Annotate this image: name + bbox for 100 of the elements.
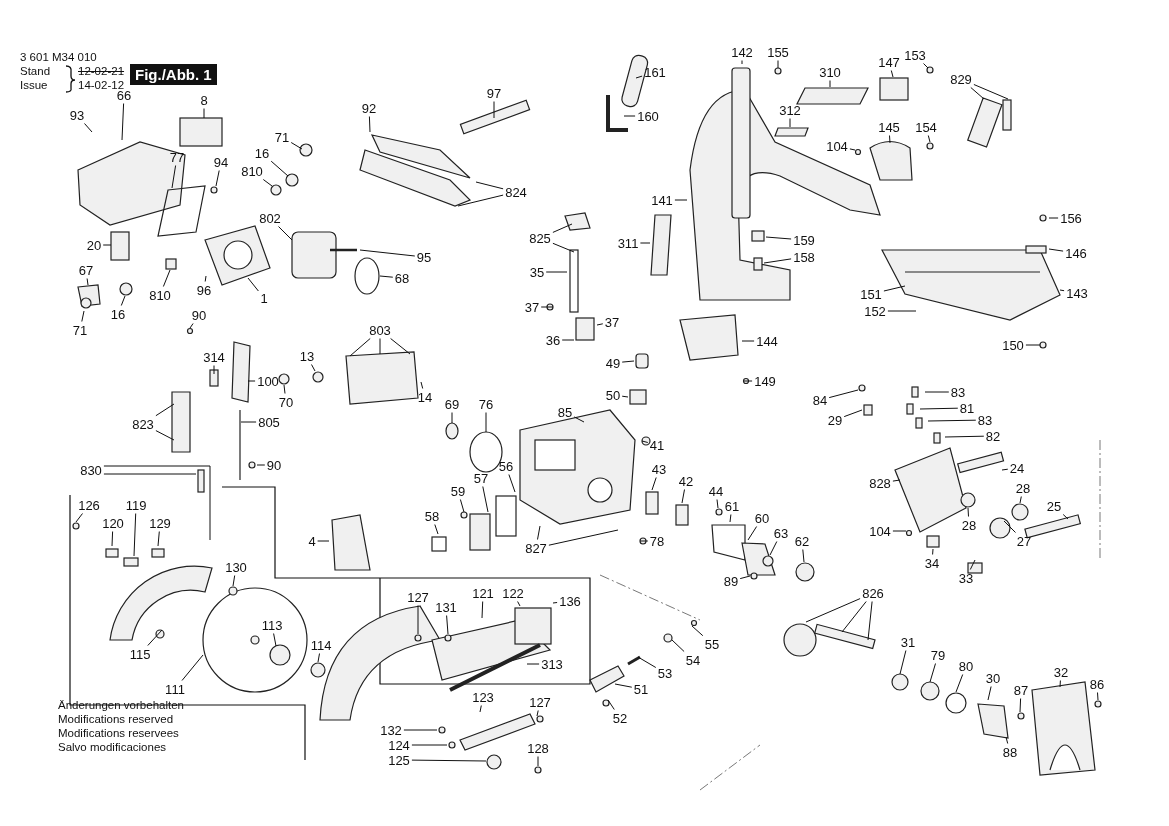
callout-number: 314 xyxy=(202,349,226,365)
callout-number: 52 xyxy=(611,710,629,726)
leader-line xyxy=(1005,736,1009,744)
leader-line xyxy=(639,242,651,244)
leader-line xyxy=(290,142,303,150)
callout-number: 131 xyxy=(434,599,458,615)
leader-line xyxy=(247,380,256,382)
leader-line xyxy=(899,650,907,675)
callout-number: 152 xyxy=(863,303,887,319)
leader-line xyxy=(103,473,197,475)
callout-number: 89 xyxy=(722,573,740,589)
leader-line xyxy=(537,525,541,540)
callout-number: 802 xyxy=(258,210,282,226)
leader-line xyxy=(741,340,755,342)
callout-number: 84 xyxy=(811,392,829,408)
callout-number: 28 xyxy=(960,517,978,533)
callout-number: 155 xyxy=(766,44,790,60)
leader-line xyxy=(892,479,901,482)
leader-line xyxy=(955,674,964,693)
callout-number: 49 xyxy=(604,355,622,371)
callout-number: 8 xyxy=(199,92,209,108)
leader-line xyxy=(171,165,177,189)
leader-line xyxy=(1062,514,1069,520)
leader-line xyxy=(1001,468,1009,471)
callout-number: 312 xyxy=(778,102,802,118)
leader-line xyxy=(155,403,175,417)
callout-number: 83 xyxy=(976,412,994,428)
callout-number: 62 xyxy=(793,533,811,549)
callout-number: 127 xyxy=(528,694,552,710)
leader-line xyxy=(889,135,891,144)
callout-number: 830 xyxy=(79,462,103,478)
leader-line xyxy=(763,258,792,264)
callout-number: 79 xyxy=(929,647,947,663)
leader-line xyxy=(526,663,540,665)
leader-line xyxy=(1025,344,1041,346)
callout-number: 141 xyxy=(650,192,674,208)
callout-number: 147 xyxy=(877,54,901,70)
leader-line xyxy=(867,601,873,641)
date-caption: Stand xyxy=(20,64,51,78)
callout-number: 826 xyxy=(861,585,885,601)
callout-number: 156 xyxy=(1059,210,1083,226)
callout-number: 32 xyxy=(1052,664,1070,680)
callout-number: 825 xyxy=(528,230,552,246)
leader-line xyxy=(403,729,438,731)
leader-line xyxy=(552,223,573,233)
callout-number: 88 xyxy=(1001,744,1019,760)
callout-number: 154 xyxy=(914,119,938,135)
note-text: Änderungen vorbehalten xyxy=(58,698,184,712)
callout-number: 70 xyxy=(277,394,295,410)
leader-line xyxy=(805,598,861,623)
callout-number: 63 xyxy=(772,525,790,541)
callout-number: 803 xyxy=(368,322,392,338)
leader-line xyxy=(887,310,917,312)
callout-number: 90 xyxy=(265,457,283,473)
leader-line xyxy=(379,275,394,278)
leader-line xyxy=(1003,520,1016,533)
leader-line xyxy=(213,365,215,375)
callout-number: 28 xyxy=(1014,480,1032,496)
leader-line xyxy=(1048,217,1059,219)
leader-line xyxy=(739,575,751,580)
callout-number: 94 xyxy=(212,154,230,170)
leader-line xyxy=(596,323,604,326)
callout-number: 57 xyxy=(472,470,490,486)
leader-line xyxy=(552,242,575,253)
leader-line xyxy=(262,179,273,187)
leader-line xyxy=(102,244,112,246)
leader-line xyxy=(240,421,257,423)
date-value: 14-02-12 xyxy=(78,78,125,91)
leader-line xyxy=(411,744,448,746)
leader-line xyxy=(967,507,969,517)
leader-line xyxy=(828,389,859,399)
callout-number: 37 xyxy=(523,299,541,315)
callout-number: 142 xyxy=(730,44,754,60)
leader-line xyxy=(829,80,831,88)
leader-line xyxy=(777,60,779,69)
leader-line xyxy=(482,486,489,513)
leader-line xyxy=(86,278,89,286)
leader-line xyxy=(84,123,93,133)
leader-line xyxy=(637,656,657,668)
leader-line xyxy=(970,87,985,100)
callout-number: 71 xyxy=(273,129,291,145)
callout-number: 37 xyxy=(603,314,621,330)
leader-line xyxy=(743,380,753,382)
leader-line xyxy=(741,60,743,65)
leader-line xyxy=(434,524,439,535)
leader-line xyxy=(121,103,125,141)
leader-line xyxy=(919,407,959,410)
leader-line xyxy=(81,310,85,322)
leader-line xyxy=(691,625,704,637)
leader-line xyxy=(349,338,371,357)
callout-number: 111 xyxy=(164,681,186,697)
leader-line xyxy=(368,116,371,133)
callout-number: 92 xyxy=(360,100,378,116)
callout-number: 310 xyxy=(818,64,842,80)
leader-line xyxy=(641,440,649,443)
callout-number: 114 xyxy=(309,637,333,653)
callout-number: 60 xyxy=(753,510,771,526)
callout-number: 16 xyxy=(253,145,271,161)
leader-line xyxy=(621,360,635,363)
figure-label: Fig./Abb. 1 xyxy=(130,64,217,85)
